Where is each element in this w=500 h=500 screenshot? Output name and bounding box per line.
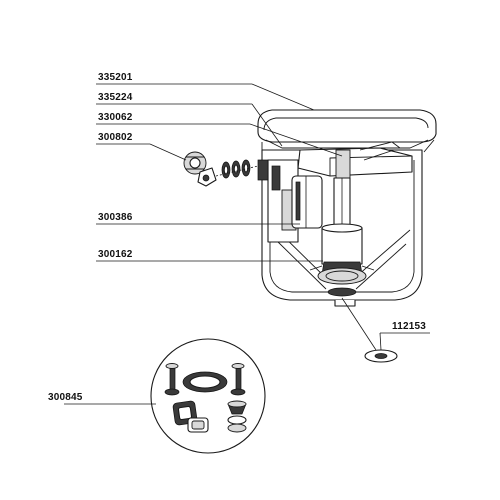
inlet-fitting	[183, 151, 259, 187]
label-335224: 335224	[98, 92, 133, 103]
cistern-lid	[257, 109, 437, 153]
label-300386: 300386	[98, 212, 133, 223]
kit-bolt-right	[230, 363, 246, 396]
fixing-kit	[150, 338, 266, 454]
label-112153: 112153	[392, 321, 426, 332]
label-300162: 300162	[98, 249, 133, 260]
leader-lines	[64, 83, 430, 405]
fill-valve	[257, 159, 323, 243]
flush-valve-body	[309, 223, 375, 297]
label-300802: 300802	[98, 132, 133, 143]
kit-bolt-left	[164, 363, 180, 396]
kit-cone-washers	[227, 400, 247, 433]
label-335201: 335201	[98, 72, 133, 83]
kit-small-gasket	[187, 417, 209, 433]
label-330062: 330062	[98, 112, 133, 123]
label-300845: 300845	[48, 392, 83, 403]
kit-ring-gasket	[182, 371, 228, 393]
part-labels: 335201 335224 330062 300802 300386 30016…	[48, 72, 426, 403]
flush-valve-top	[297, 141, 413, 179]
seal-gasket	[364, 349, 398, 363]
